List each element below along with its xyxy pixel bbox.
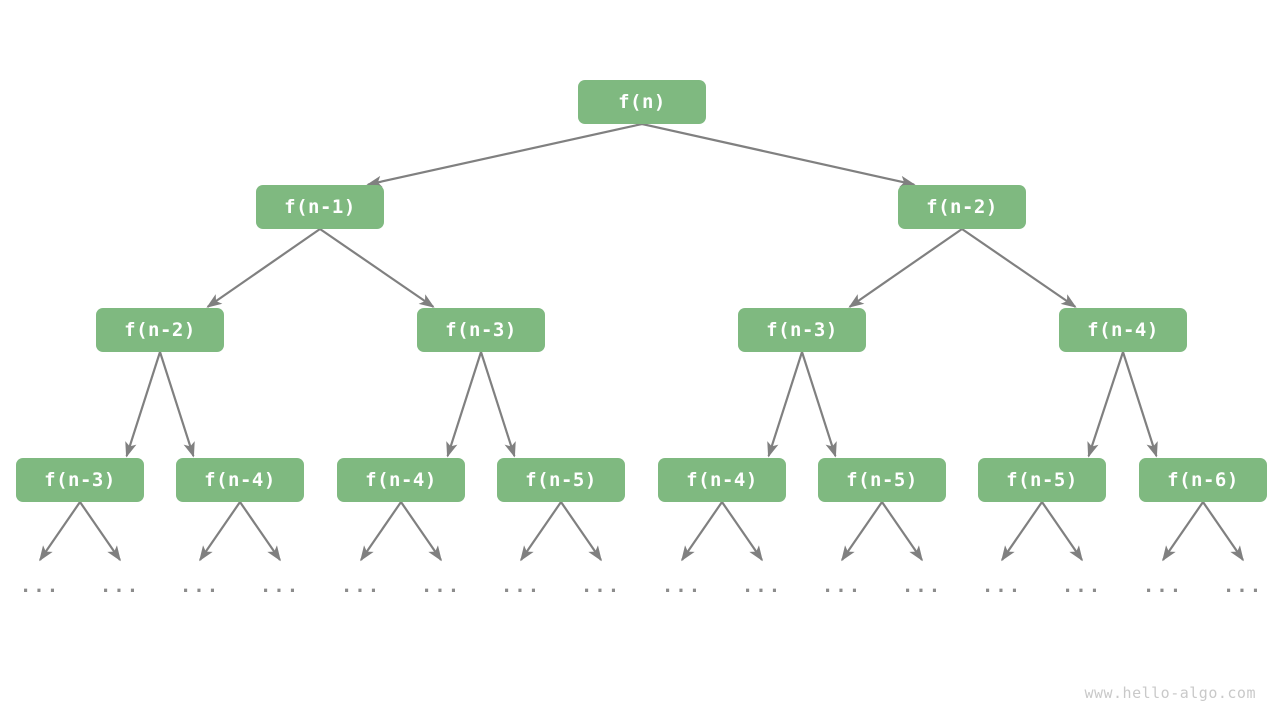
tree-node-n13[interactable]: f(n-5) [978,458,1106,502]
tree-node-label: f(n) [618,91,666,113]
edge-n2-n6 [961,228,1077,308]
edge-n1-n4 [319,228,435,308]
edge-n6-n14 [1121,351,1158,458]
tree-node-n10[interactable]: f(n-5) [497,458,625,502]
stub-edge-9 [721,501,763,562]
ellipsis-marker: ... [661,575,703,597]
tree-node-label: f(n-3) [766,319,838,341]
stub-edge-15 [1202,501,1244,562]
tree-node-label: f(n-5) [525,469,597,491]
ellipsis-marker: ... [1142,575,1184,597]
ellipsis-marker: ... [981,575,1023,597]
tree-node-label: f(n-2) [926,196,998,218]
ellipsis-marker: ... [580,575,622,597]
stub-edge-11 [881,501,923,562]
stub-edge-13 [1041,501,1083,562]
ellipsis-marker: ... [19,575,61,597]
stub-edge-0 [39,501,81,562]
ellipsis-marker: ... [340,575,382,597]
edge-n1-n3 [206,228,321,308]
tree-node-n9[interactable]: f(n-4) [337,458,465,502]
edge-n4-n9 [446,351,483,458]
tree-node-label: f(n-4) [365,469,437,491]
edge-n0-n2 [641,122,916,188]
ellipsis-marker: ... [821,575,863,597]
tree-node-n7[interactable]: f(n-3) [16,458,144,502]
edge-n5-n12 [800,351,837,458]
tree-node-label: f(n-4) [1087,319,1159,341]
tree-node-n1[interactable]: f(n-1) [256,185,384,229]
tree-node-n5[interactable]: f(n-3) [738,308,866,352]
tree-node-n8[interactable]: f(n-4) [176,458,304,502]
stub-edge-2 [199,501,241,562]
stub-edge-4 [360,501,402,562]
tree-node-n4[interactable]: f(n-3) [417,308,545,352]
edge-n4-n10 [479,351,516,458]
tree-node-label: f(n-4) [686,469,758,491]
tree-node-n3[interactable]: f(n-2) [96,308,224,352]
ellipsis-marker: ... [1061,575,1103,597]
tree-node-label: f(n-4) [204,469,276,491]
tree-node-label: f(n-6) [1167,469,1239,491]
stub-edge-6 [520,501,562,562]
ellipsis-marker: ... [420,575,462,597]
tree-node-label: f(n-3) [44,469,116,491]
stub-edge-8 [681,501,723,562]
edge-n6-n13 [1087,351,1125,458]
edge-n3-n8 [158,351,195,458]
edge-n5-n11 [767,351,804,458]
ellipsis-marker: ... [259,575,301,597]
ellipsis-marker: ... [901,575,943,597]
ellipsis-marker: ... [741,575,783,597]
tree-node-n12[interactable]: f(n-5) [818,458,946,502]
ellipsis-marker: ... [179,575,221,597]
tree-node-label: f(n-3) [445,319,517,341]
edge-n0-n1 [366,122,643,188]
stub-edge-14 [1162,501,1204,562]
tree-node-label: f(n-2) [124,319,196,341]
edge-n3-n7 [125,351,162,458]
stub-edge-5 [400,501,442,562]
stub-edge-7 [560,501,602,562]
stub-edge-3 [239,501,281,562]
tree-node-n2[interactable]: f(n-2) [898,185,1026,229]
edge-n2-n5 [848,228,963,308]
stub-edge-10 [841,501,883,562]
tree-node-label: f(n-5) [846,469,918,491]
ellipsis-marker: ... [99,575,141,597]
watermark: www.hello-algo.com [1084,684,1256,702]
tree-node-n14[interactable]: f(n-6) [1139,458,1267,502]
tree-node-label: f(n-1) [284,196,356,218]
stub-edge-12 [1001,501,1043,562]
stub-edge-1 [79,501,121,562]
ellipsis-marker: ... [1222,575,1264,597]
tree-node-n0[interactable]: f(n) [578,80,706,124]
tree-node-n6[interactable]: f(n-4) [1059,308,1187,352]
tree-node-n11[interactable]: f(n-4) [658,458,786,502]
tree-node-label: f(n-5) [1006,469,1078,491]
ellipsis-marker: ... [500,575,542,597]
